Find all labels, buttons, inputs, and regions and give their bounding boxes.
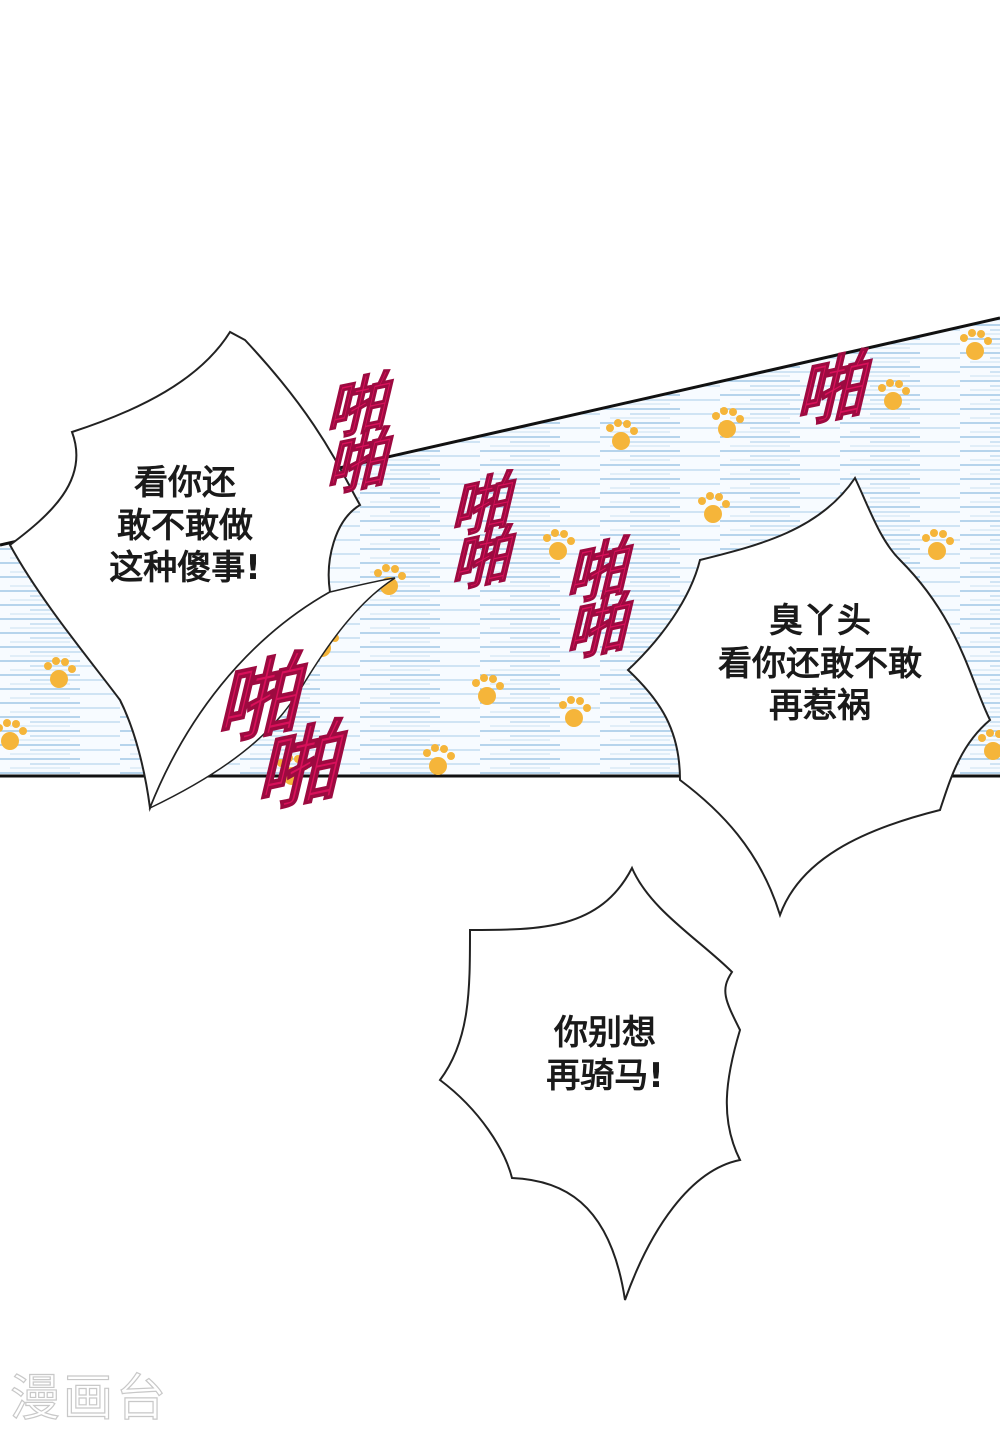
speech-bubble-left: [8, 330, 362, 812]
speech-text-left: 看你还 敢不敢做 这种傻事!: [80, 462, 290, 590]
speech-line: 敢不敢做: [117, 505, 253, 546]
speech-bubble-edge: [148, 577, 396, 810]
sfx-column-4: 啪 啪: [215, 643, 340, 827]
sfx-char: 啪: [255, 710, 340, 827]
speech-line: 再骑马!: [546, 1055, 664, 1096]
sfx-char: 啪: [795, 342, 866, 440]
speech-text-bottom: 你别想 再骑马!: [500, 1012, 710, 1097]
sfx-char: 啪: [565, 585, 628, 672]
sfx-column-5: 啪: [795, 342, 866, 440]
speech-line: 看你还敢不敢: [718, 643, 922, 684]
sfx-char: 啪: [325, 420, 388, 507]
sfx-column-1: 啪 啪: [325, 364, 388, 507]
speech-bubble-right: [626, 475, 992, 919]
sfx-column-3: 啪 啪: [565, 529, 628, 672]
speech-line: 这种傻事!: [109, 548, 261, 588]
speech-line: 臭丫头: [769, 601, 871, 641]
speech-line: 你别想: [554, 1013, 656, 1053]
speech-bubble-bottom: [438, 865, 742, 1301]
sfx-char: 啪: [450, 519, 511, 603]
sfx-column-2: 啪 啪: [450, 465, 511, 603]
speech-line: 再惹祸: [769, 686, 871, 726]
speech-text-right: 臭丫头 看你还敢不敢 再惹祸: [690, 600, 950, 728]
watermark-logo: 漫画台: [9, 1368, 169, 1427]
speech-line: 看你还: [134, 463, 236, 503]
